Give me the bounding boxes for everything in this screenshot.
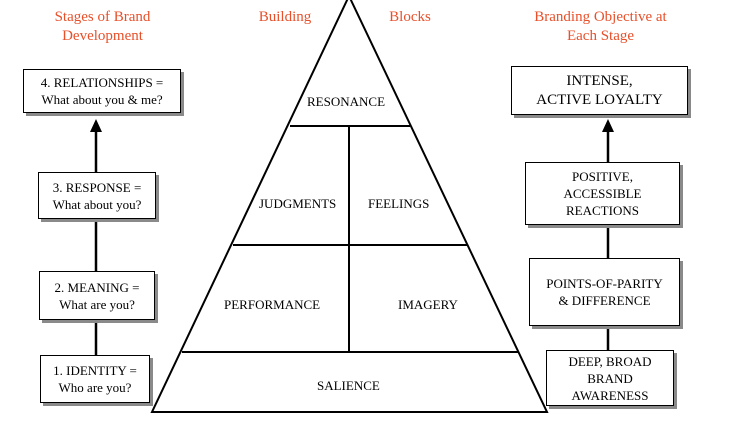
block-performance: PERFORMANCE: [224, 297, 321, 312]
block-salience: SALIENCE: [317, 378, 380, 393]
stage-identity-box: 1. IDENTITY = Who are you?: [40, 355, 150, 403]
right-arrow-head: [602, 119, 614, 132]
stage-relationships-box: 4. RELATIONSHIPS = What about you & me?: [23, 69, 181, 113]
left-arrow-head: [90, 119, 102, 132]
block-resonance: RESONANCE: [307, 94, 386, 109]
block-feelings: FEELINGS: [368, 196, 430, 211]
objective-parity-box: POINTS-OF-PARITY & DIFFERENCE: [529, 258, 680, 326]
stage-response-box: 3. RESPONSE = What about you?: [38, 172, 156, 219]
pyramid-outline: [150, 0, 549, 413]
header-blocks: Blocks: [389, 9, 431, 25]
header-branding-objective: Branding Objective at Each Stage: [534, 9, 667, 44]
block-judgments: JUDGMENTS: [259, 196, 337, 211]
objective-awareness-box: DEEP, BROAD BRAND AWARENESS: [546, 350, 674, 406]
header-stages: Stages of Brand Development: [54, 9, 151, 44]
objective-loyalty-box: INTENSE, ACTIVE LOYALTY: [511, 66, 688, 115]
header-building: Building: [258, 9, 312, 25]
stage-meaning-box: 2. MEANING = What are you?: [39, 271, 155, 320]
objective-reactions-box: POSITIVE, ACCESSIBLE REACTIONS: [525, 162, 680, 225]
block-imagery: IMAGERY: [398, 297, 458, 312]
